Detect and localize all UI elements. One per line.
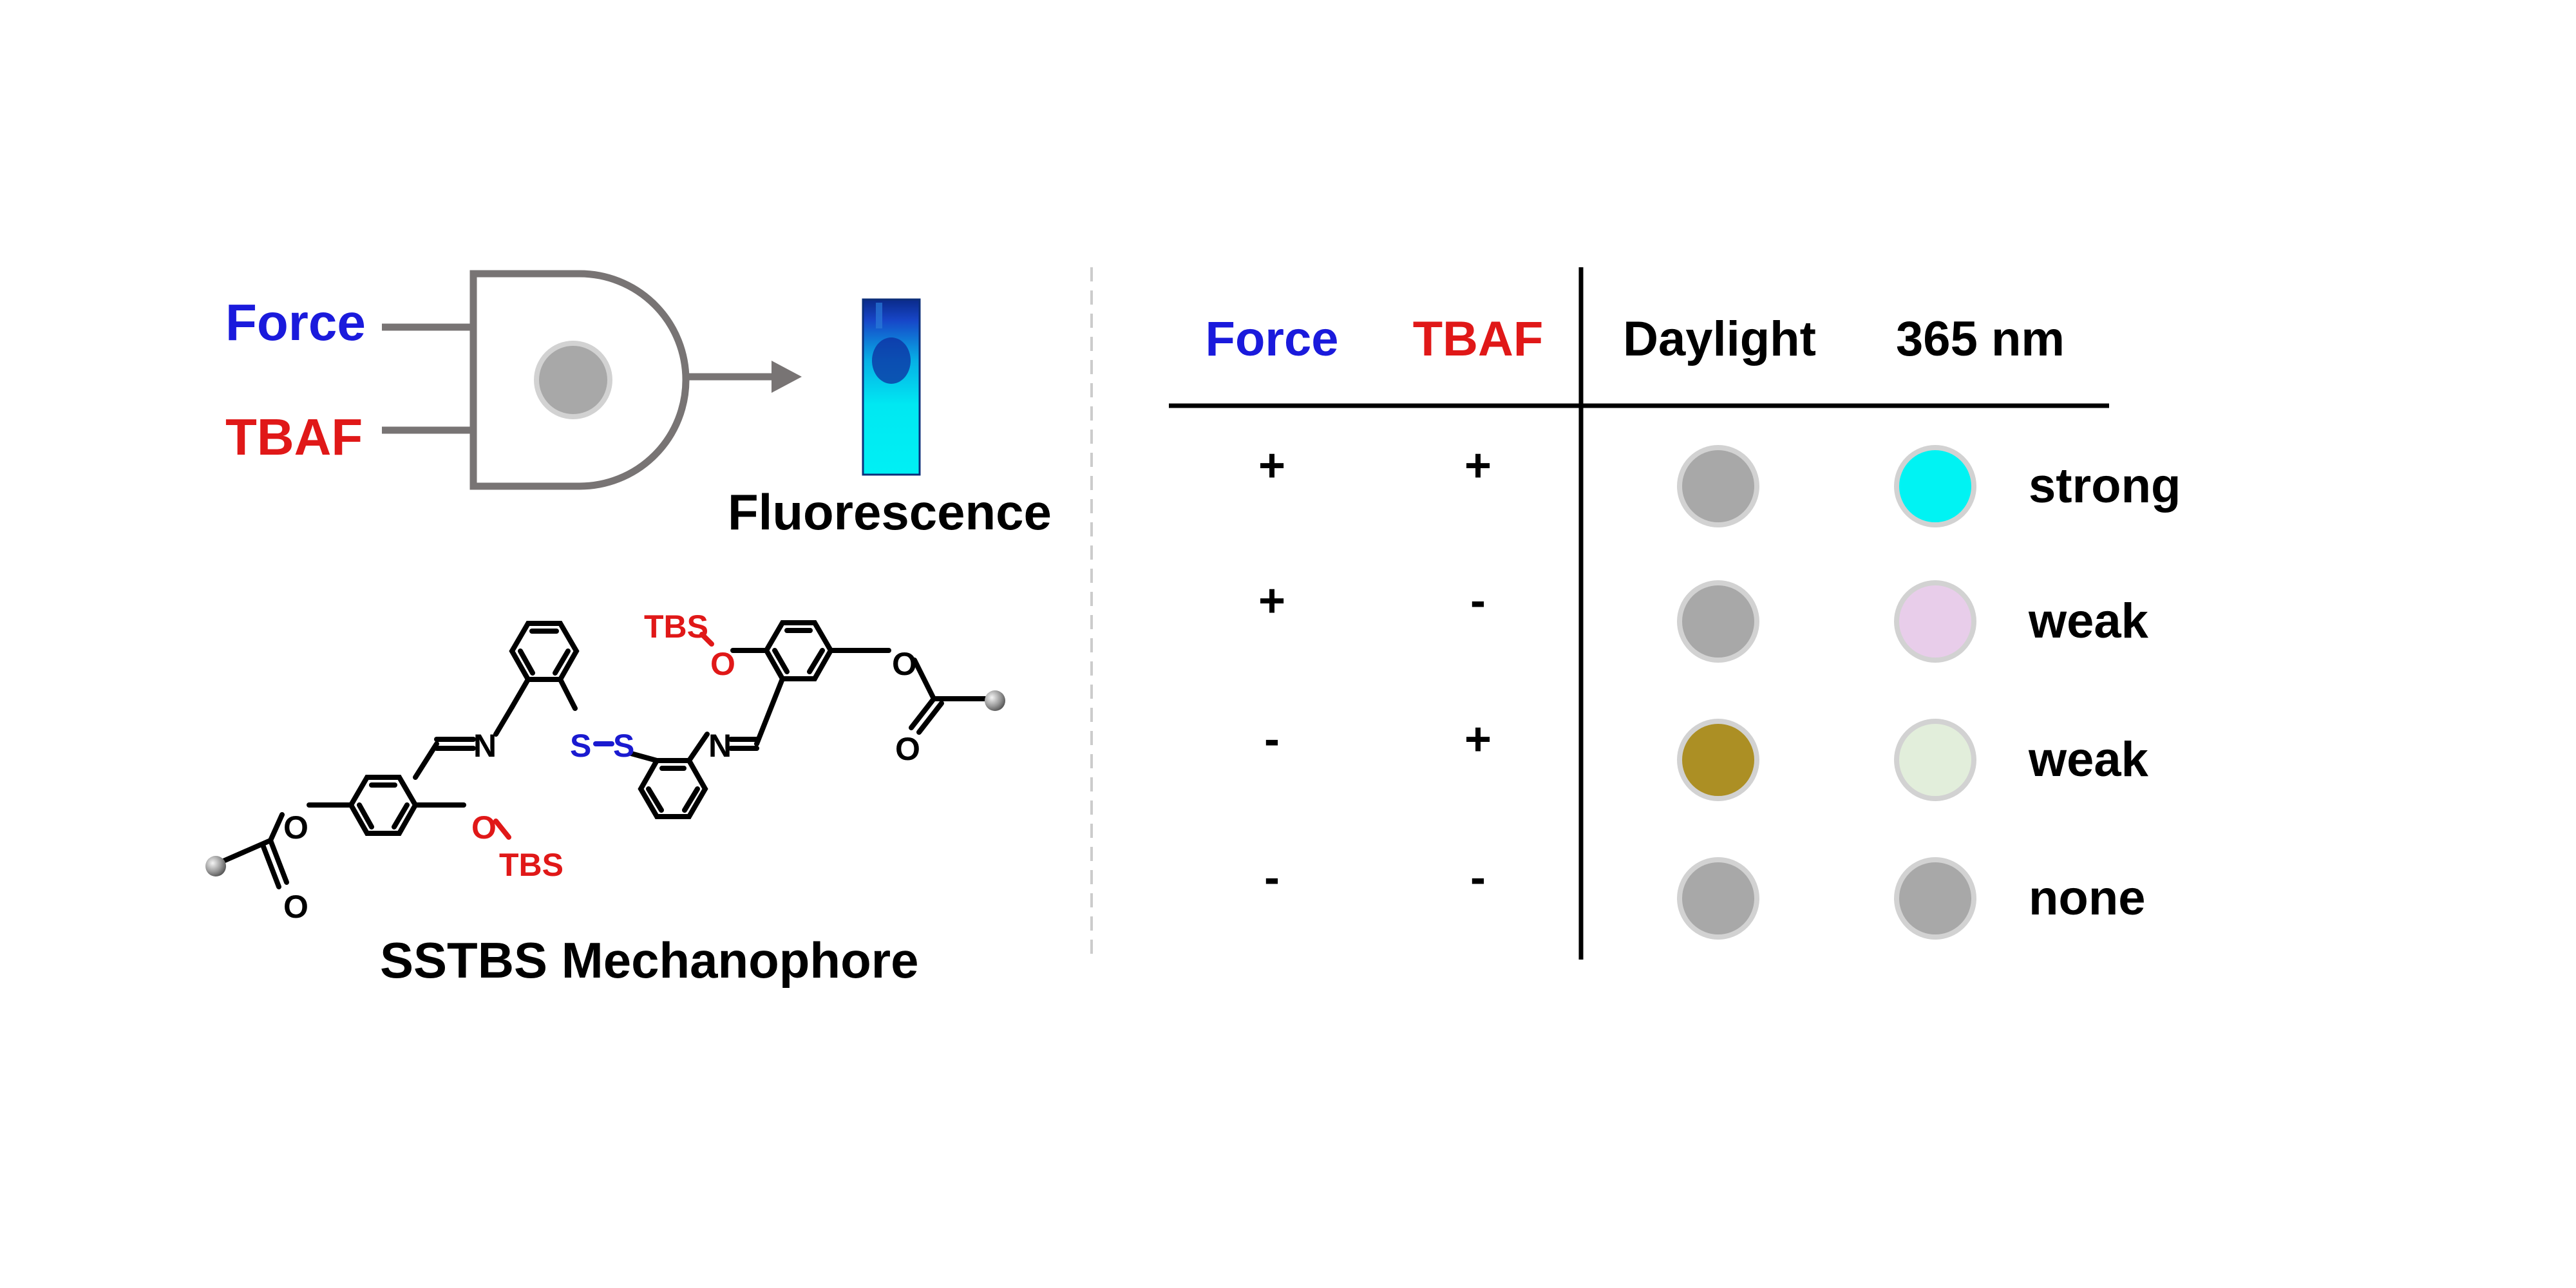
row-2-intensity-label: weak	[2028, 594, 2149, 649]
sstbs-molecule-structure	[216, 620, 988, 889]
atom-o-carbonyl-left: O	[283, 889, 308, 925]
row-4-intensity-label: none	[2029, 871, 2146, 925]
row-4-tbaf-sign: -	[1470, 852, 1486, 904]
row-4-uv-swatch	[1894, 857, 1976, 940]
row-3-intensity-label: weak	[2028, 732, 2149, 787]
atom-n-left: N	[473, 728, 497, 764]
tbs-top-label: TBS	[644, 609, 708, 645]
benzene-ring-d	[763, 620, 834, 681]
gate-indicator-dot	[534, 341, 612, 419]
atom-s-left: S	[570, 728, 591, 764]
atom-n-right: N	[708, 728, 732, 764]
header-365nm: 365 nm	[1896, 312, 2065, 366]
benzene-ring-b	[509, 621, 580, 682]
atom-o-ester-right: O	[892, 646, 917, 682]
row-1-intensity-label: strong	[2029, 459, 2181, 513]
atom-o-carbonyl-right: O	[895, 731, 920, 767]
gate-input-tbaf-label: TBAF	[225, 408, 363, 466]
molecule-caption: SSTBS Mechanophore	[380, 932, 918, 989]
row-1-tbaf-sign: +	[1464, 440, 1492, 491]
row-4-daylight-swatch	[1677, 857, 1759, 940]
row-3-tbaf-sign: +	[1464, 714, 1492, 765]
header-force: Force	[1206, 312, 1339, 366]
row-1-force-sign: +	[1258, 440, 1285, 491]
gate-input-force-label: Force	[225, 294, 366, 351]
table-rows: + + strong + - weak - + weak - - none	[1258, 440, 2181, 940]
row-1-daylight-swatch	[1677, 445, 1759, 527]
row-2-tbaf-sign: -	[1470, 575, 1486, 627]
tbs-bottom-label: TBS	[499, 847, 564, 883]
row-3-force-sign: -	[1264, 714, 1280, 765]
atom-o-tbs-bottom: O	[471, 810, 497, 846]
polymer-chain-end-ball-left	[205, 856, 226, 876]
atom-s-right: S	[613, 728, 634, 764]
row-3-uv-swatch	[1894, 719, 1976, 801]
header-daylight: Daylight	[1623, 312, 1816, 366]
row-2-uv-swatch	[1894, 580, 1976, 663]
molecule-atom-labels: N S S N O TBS O O O TBS O O	[283, 609, 920, 925]
row-3-daylight-swatch	[1677, 719, 1759, 801]
truth-table: Force TBAF Daylight 365 nm + + strong + - wea…	[1169, 267, 2181, 960]
fluorescent-vial	[862, 298, 921, 476]
benzene-ring-c	[638, 758, 708, 819]
gate-output-arrowhead	[772, 361, 802, 393]
row-2-daylight-swatch	[1677, 580, 1759, 663]
atom-o-ester-left: O	[283, 810, 308, 846]
gate-output-label: Fluorescence	[728, 484, 1052, 540]
benzene-ring-a	[348, 775, 419, 836]
polymer-chain-end-ball-right	[985, 690, 1005, 711]
row-2-force-sign: +	[1258, 575, 1285, 627]
header-tbaf: TBAF	[1413, 312, 1544, 366]
row-1-uv-swatch	[1894, 445, 1976, 527]
logic-gate: Force TBAF Fluorescence	[225, 270, 1052, 540]
atom-o-tbs-top: O	[710, 646, 735, 682]
row-4-force-sign: -	[1264, 852, 1280, 904]
